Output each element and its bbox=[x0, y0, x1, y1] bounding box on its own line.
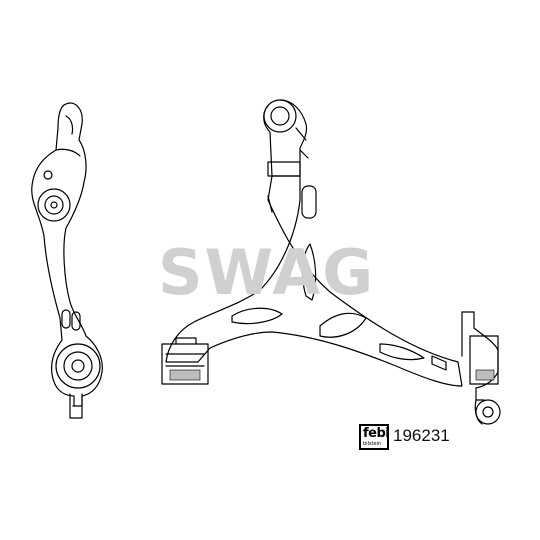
bilstein-logo-text: bilstein bbox=[363, 441, 382, 447]
side-view-drawing bbox=[31, 102, 103, 419]
swag-watermark: SWAG bbox=[158, 236, 376, 309]
front-view-drawing bbox=[161, 99, 501, 425]
part-number: 196231 bbox=[393, 426, 450, 445]
febi-badge: febi bilstein bbox=[359, 424, 390, 450]
febi-logo-text: febi bbox=[363, 426, 390, 441]
